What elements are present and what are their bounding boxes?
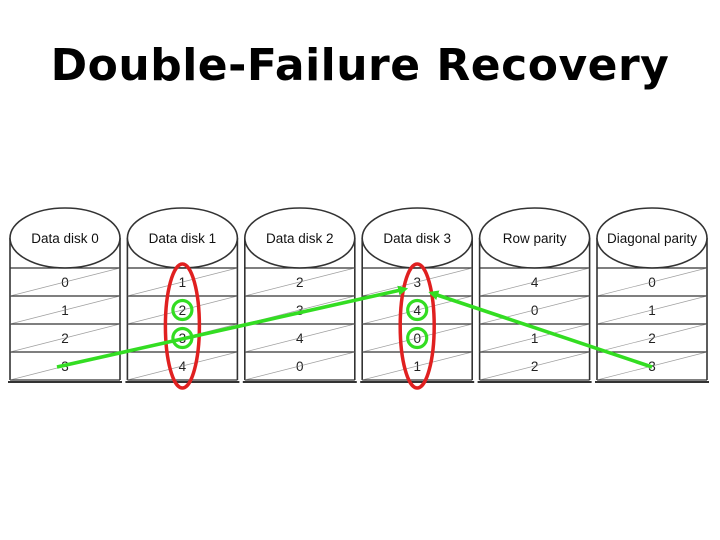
disk-label: Data disk 0 bbox=[31, 231, 99, 246]
diagonal-stripe bbox=[479, 267, 590, 297]
diagonal-stripe bbox=[127, 295, 238, 325]
diagonal-stripe bbox=[596, 267, 708, 297]
disk-cell: 0 bbox=[296, 359, 304, 374]
disk-cell: 2 bbox=[648, 331, 656, 346]
disk-cell: 0 bbox=[648, 275, 656, 290]
disk-label: Row parity bbox=[503, 231, 567, 246]
diagonal-stripe bbox=[9, 295, 121, 325]
disk-4: Row parity 4 0 1 2 bbox=[477, 207, 592, 383]
diagonal-stripe bbox=[596, 323, 708, 353]
disk-0: Data disk 00123 bbox=[8, 207, 122, 383]
disk-cell: 0 bbox=[531, 303, 539, 318]
diagonal-stripe bbox=[362, 267, 473, 297]
recovery-arrow-diagonal bbox=[56, 285, 409, 369]
disk-label: Data disk 1 bbox=[149, 231, 217, 246]
disk-label: Diagonal parity bbox=[607, 231, 697, 246]
disk-2: Data disk 2 2 3 4 0 bbox=[242, 207, 357, 383]
diagonal-stripe bbox=[479, 323, 590, 353]
disk-cell: 4 bbox=[531, 275, 539, 290]
diagonal-stripe bbox=[596, 295, 708, 325]
slide-title: Double-Failure Recovery bbox=[50, 40, 670, 91]
diagonal-stripe bbox=[362, 323, 473, 353]
diagonal-stripe bbox=[479, 351, 590, 381]
diagonal-stripe bbox=[362, 351, 473, 381]
overlay-layer bbox=[56, 262, 653, 390]
disks-layer: Data disk 00123Data disk 11234Data disk … bbox=[8, 207, 709, 383]
recovered-cell-circle bbox=[406, 326, 429, 350]
disk-cell: 4 bbox=[413, 303, 421, 318]
disk-cell: 0 bbox=[61, 275, 69, 290]
disk-5: Diagonal parity0123 bbox=[595, 207, 709, 383]
diagonal-stripe bbox=[244, 323, 355, 353]
disk-cell: 1 bbox=[179, 275, 187, 290]
disk-cell: 2 bbox=[531, 359, 539, 374]
disk-cell: 1 bbox=[531, 331, 539, 346]
disk-3: Data disk 3 3 4 0 1 bbox=[360, 207, 475, 383]
disk-cell: 2 bbox=[61, 331, 69, 346]
disk-cell: 4 bbox=[296, 331, 304, 346]
disk-cell: 1 bbox=[413, 359, 421, 374]
disk-cell: 3 bbox=[413, 275, 421, 290]
disk-cell: 4 bbox=[179, 359, 187, 374]
recovered-cell-circle bbox=[171, 298, 194, 322]
disk-cell: 1 bbox=[648, 303, 656, 318]
diagonal-stripe bbox=[9, 267, 121, 297]
recovery-arrow-parity bbox=[428, 290, 653, 369]
recovered-cell-circle bbox=[406, 298, 429, 322]
diagonal-stripe bbox=[127, 267, 238, 297]
failed-disk-highlight bbox=[163, 262, 202, 390]
diagonal-stripe bbox=[9, 323, 121, 353]
disk-cell: 2 bbox=[179, 303, 187, 318]
failed-disk-highlight bbox=[398, 262, 436, 390]
disk-cell: 1 bbox=[61, 303, 69, 318]
disk-cell: 3 bbox=[296, 303, 304, 318]
disk-label: Data disk 3 bbox=[383, 231, 451, 246]
disk-label: Data disk 2 bbox=[266, 231, 334, 246]
diagonal-stripe bbox=[479, 295, 590, 325]
diagonal-stripe bbox=[127, 351, 238, 381]
disk-cell: 2 bbox=[296, 275, 304, 290]
disk-cell: 0 bbox=[413, 331, 421, 346]
diagonal-stripe bbox=[244, 351, 355, 381]
diagonal-stripe bbox=[244, 267, 355, 297]
